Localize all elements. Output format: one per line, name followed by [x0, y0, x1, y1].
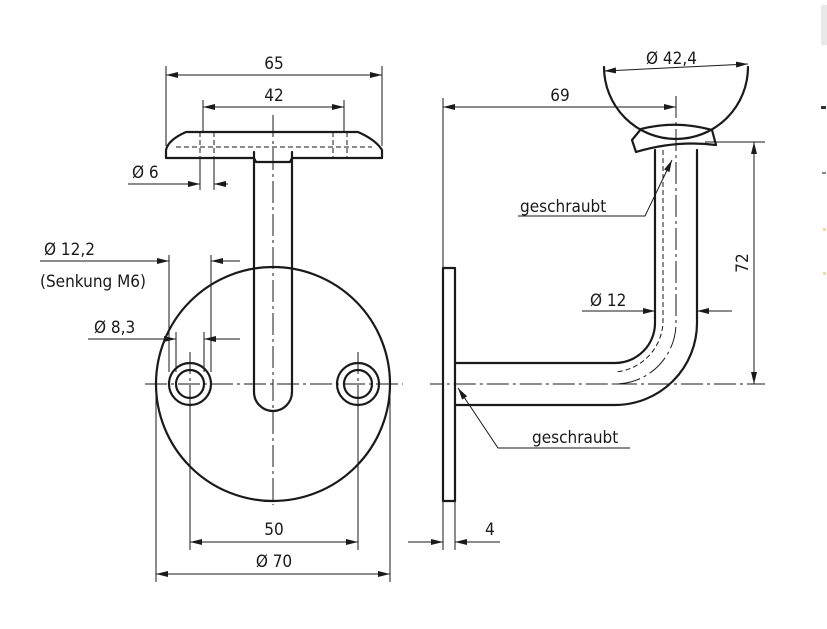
dim-line-42-4 — [603, 61, 749, 74]
dim-12-2-label: Ø 12,2 — [44, 240, 95, 260]
front-saddle-plate — [164, 130, 384, 164]
dim-50-label: 50 — [264, 520, 283, 540]
note-screwed-bottom: geschraubt — [532, 428, 618, 448]
edge-fragment-2 — [822, 172, 826, 174]
leader-screwed-bottom — [457, 387, 630, 449]
handrail-cup — [602, 65, 750, 141]
dim-8-3-label: Ø 8,3 — [94, 318, 135, 338]
edge-fragment-1 — [821, 106, 826, 109]
tube-center-line — [430, 96, 677, 385]
edge-fragment-top — [821, 5, 827, 45]
dim-6-label: Ø 6 — [132, 163, 159, 183]
dim-42-4-label: Ø 42,4 — [646, 49, 697, 69]
front-post — [252, 150, 294, 413]
dim-42-label: 42 — [264, 86, 283, 106]
tube-outline — [453, 148, 699, 407]
edge-fragment-3 — [823, 228, 826, 231]
front-view: 65 42 Ø 6 Ø 12,2 (Senkung M6) Ø 8,3 50 — [40, 54, 403, 582]
dim-69-label: 69 — [550, 86, 569, 106]
note-screwed-top: geschraubt — [520, 197, 606, 217]
edge-fragment-4 — [823, 272, 826, 275]
leader-screwed-top — [518, 159, 673, 217]
dim-4-label: 4 — [485, 520, 495, 540]
adapter-wedge — [630, 123, 718, 154]
dim-72-label: 72 — [733, 253, 753, 272]
dim-12-label: Ø 12 — [590, 291, 626, 311]
side-view: Ø 42,4 69 72 Ø 12 4 geschraubt geschraub… — [408, 49, 765, 550]
dim-65-label: 65 — [264, 54, 283, 74]
dim-70-label: Ø 70 — [256, 552, 292, 572]
countersink-label: (Senkung M6) — [40, 272, 146, 292]
